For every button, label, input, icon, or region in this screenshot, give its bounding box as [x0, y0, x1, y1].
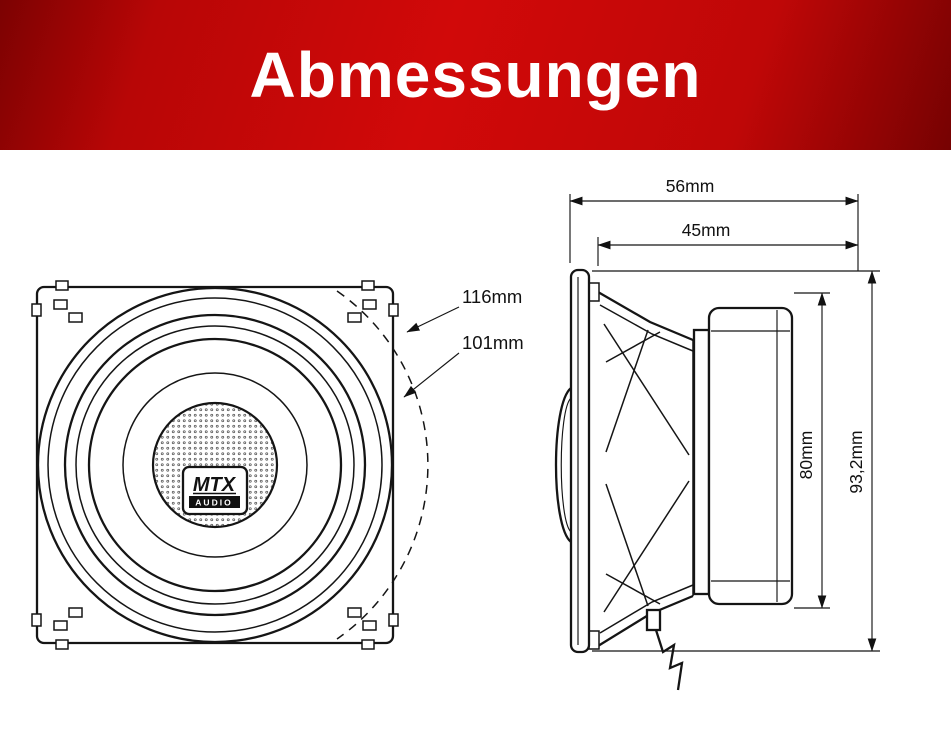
extension-lines [569, 194, 880, 652]
magnet [707, 306, 794, 606]
side-view: 56mm 45mm 80mm 93,2mm [554, 176, 880, 691]
gasket-bottom [588, 630, 600, 650]
page-title: Abmessungen [249, 39, 702, 111]
front-bulge [554, 387, 572, 543]
total-depth-label: 56mm [666, 176, 715, 196]
front-view: MTX AUDIO 116mm 101mm [31, 280, 524, 650]
overall-diameter-leader [406, 306, 460, 333]
callout-cutout-diameter: 101mm [403, 332, 524, 398]
basket-top-arm [597, 291, 694, 342]
dim-mounting-depth: 45mm [597, 220, 859, 250]
frame-screw-tabs [31, 280, 399, 650]
front-plate [692, 328, 711, 596]
basket-lattice [603, 323, 690, 613]
basket-bottom-arm [597, 594, 694, 647]
dim-total-height: 93,2mm [846, 270, 877, 652]
total-height-label: 93,2mm [846, 430, 866, 493]
cutout-diameter-label: 101mm [462, 332, 524, 353]
dim-total-depth: 56mm [569, 176, 859, 206]
dimensions-drawing: MTX AUDIO 116mm 101mm [31, 176, 880, 691]
logo-brand-text: MTX [193, 474, 237, 496]
speaker-side-profile [554, 268, 794, 691]
mounting-flange [569, 268, 591, 654]
overall-diameter-label: 116mm [462, 286, 522, 307]
dim-inner-height: 80mm [796, 292, 827, 609]
header-banner: Abmessungen [0, 0, 951, 150]
inner-height-label: 80mm [796, 431, 816, 480]
callout-overall-diameter: 116mm [406, 286, 522, 333]
logo-sub-text: AUDIO [195, 498, 232, 508]
cutout-diameter-leader [403, 352, 460, 398]
terminal [645, 608, 662, 632]
gasket-top [588, 282, 600, 302]
diagram-area: MTX AUDIO 116mm 101mm [0, 150, 951, 750]
mounting-depth-label: 45mm [682, 220, 731, 240]
lead-wire [654, 629, 684, 691]
mtx-logo: MTX AUDIO [181, 465, 249, 516]
